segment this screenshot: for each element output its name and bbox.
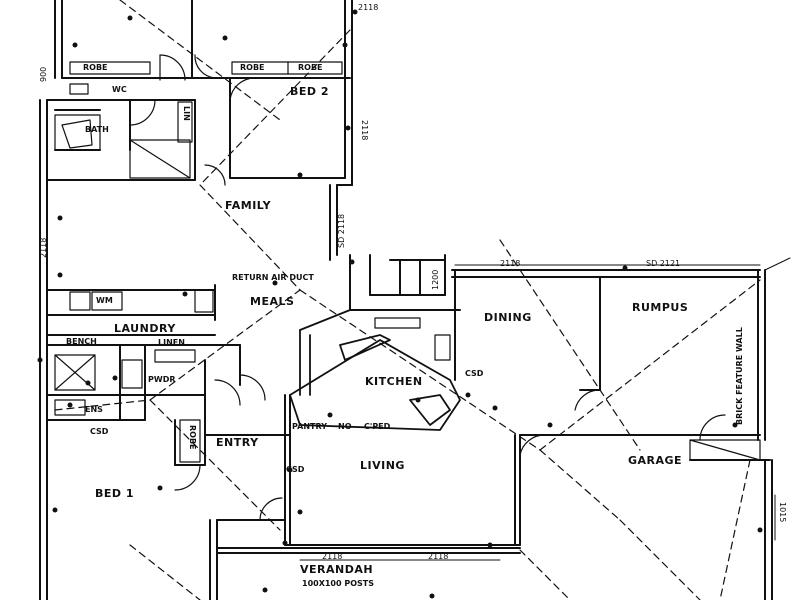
room-label-laundry: LAUNDRY [114, 322, 176, 335]
dimension-label: 2118 [500, 259, 521, 268]
brick-feature-wall-label: BRICK FEATURE WALL [735, 327, 744, 425]
room-label-meals: MEALS [250, 295, 295, 308]
room-label-bed1: BED 1 [95, 487, 135, 500]
dimension-label: 2118 [322, 552, 343, 561]
room-label-bath: BATH [85, 125, 109, 134]
room-label-living: LIVING [360, 459, 405, 472]
fixtures [54, 61, 761, 463]
room-label-rumpus: RUMPUS [632, 301, 689, 314]
room-label-dining: DINING [484, 311, 532, 324]
dimension-label: 2118 [428, 552, 449, 561]
robe-label-2: ROBE [240, 63, 265, 72]
roof-hip-lines [54, 0, 761, 600]
wm-label: WM [96, 296, 113, 305]
robe-label-3: ROBE [298, 63, 323, 72]
robe-label-1: ROBE [83, 63, 108, 72]
dimension-label: 2118 [39, 237, 48, 258]
room-label-pwdr: PWDR [148, 375, 176, 384]
room-label-family: FAMILY [225, 199, 272, 212]
dimension-label: 2118 [360, 120, 369, 141]
walls [39, 0, 773, 600]
room-label-verandah: VERANDAH [300, 563, 374, 576]
door-swings [129, 54, 726, 521]
dimension-lines [299, 257, 791, 561]
dimension-label: 1200 [431, 269, 440, 290]
csd-label-2: CSD [90, 427, 109, 436]
return-air-duct-label: RETURN AIR DUCT [232, 273, 314, 282]
robe-label-4: ROBE [188, 425, 197, 450]
csd-label-3: CSD [286, 465, 305, 474]
room-label-wc: WC [112, 85, 127, 94]
room-label-ens: ENS [85, 405, 103, 414]
posts-label: 100X100 POSTS [302, 579, 374, 588]
room-label-garage: GARAGE [628, 454, 683, 467]
room-label-bed2: BED 2 [290, 85, 330, 98]
dimension-label: 2118 [358, 3, 379, 12]
linen-label-1: LIN [182, 106, 191, 121]
pantry-label: PANTRY [292, 422, 327, 431]
dimension-label: 1015 [778, 502, 787, 523]
dimension-label: SD 2121 [646, 259, 681, 268]
linen-label-2: LINEN [158, 338, 185, 347]
kitchen-bench [289, 309, 461, 431]
pantry-no-label: NO [338, 422, 352, 431]
csd-label-1: CSD [465, 369, 484, 378]
bench-label: BENCH [66, 337, 97, 346]
dimension-label: SD 2118 [337, 213, 346, 248]
room-label-entry: ENTRY [216, 436, 259, 449]
room-label-kitchen: KITCHEN [365, 375, 423, 388]
cped-label: C'PED [364, 422, 391, 431]
marker-dots [37, 9, 763, 599]
dimension-label: 900 [39, 66, 48, 82]
